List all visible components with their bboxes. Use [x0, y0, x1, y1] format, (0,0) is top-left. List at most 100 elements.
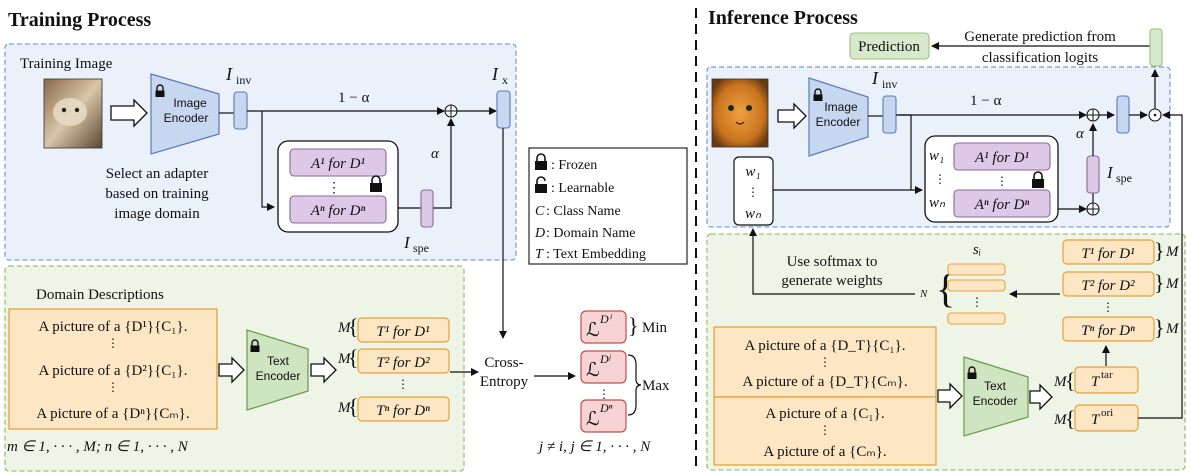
training-image-label: Training Image [20, 56, 113, 72]
t1-embedding-inference [1062, 239, 1155, 265]
svg-text:}: } [1154, 270, 1165, 295]
i-x-feature-inference [1116, 95, 1130, 134]
i-x-sub: x [502, 73, 508, 87]
t2-embedding-inference [1062, 271, 1155, 297]
t2-embedding-training [357, 348, 450, 374]
hollow-arrow-icon [310, 356, 337, 384]
i-spe-inf-label: I [1106, 163, 1114, 182]
t1-embedding-training [357, 317, 450, 343]
training-title: Training Process [8, 9, 151, 31]
svg-text:⋮: ⋮ [1102, 300, 1114, 314]
select-text-2: based on training [105, 186, 209, 202]
text-encoder-label-1: Text [267, 354, 290, 368]
softmax-text-1: Use softmax to [787, 254, 878, 270]
i-spe-feature [420, 189, 434, 228]
s-i-row-2 [947, 279, 1006, 292]
i-spe-feature-inference [1086, 155, 1100, 194]
adapter-n-training [289, 195, 387, 224]
s-i-label: sᵢ [973, 242, 981, 258]
t-tar-embedding [1074, 366, 1139, 394]
m-inf-label: M [1165, 321, 1180, 337]
hollow-arrow-icon [777, 102, 807, 130]
inference-image [711, 78, 769, 148]
vdots: ⋮ [327, 181, 341, 196]
svg-text:}: } [1154, 238, 1165, 263]
image-encoder-training [150, 73, 220, 155]
wn-label: wₙ [745, 206, 762, 222]
max-brace [627, 354, 642, 416]
desc-line-1: A picture of a {D¹}{C₁}. [39, 319, 188, 335]
legend-domain: : Domain Name [546, 226, 635, 241]
svg-text:⋮: ⋮ [397, 377, 409, 391]
loss-dj [580, 350, 627, 384]
lock-icon [370, 175, 382, 192]
j-range-text: j ≠ i, j ∈ 1, · · · , N [537, 439, 651, 455]
t2-label: T² for D² [376, 355, 430, 371]
i-inv-feature [233, 91, 248, 130]
t1-inf-label: T¹ for D¹ [1081, 246, 1135, 262]
select-text-3: image domain [114, 206, 200, 222]
legend-class: : Class Name [546, 204, 621, 219]
desc-line-3: A picture of a {Dⁿ}{Cₘ}. [36, 406, 189, 422]
svg-text:⋮: ⋮ [107, 380, 119, 394]
t-ori-label: T [1091, 412, 1101, 428]
tn-embedding-inference [1062, 316, 1155, 342]
one-minus-alpha-label: 1 − α [338, 90, 369, 106]
s-i-row-1 [947, 263, 1006, 276]
svg-text:{: { [1065, 368, 1076, 393]
text-encoder-inference [963, 356, 1029, 437]
t1-label: T¹ for D¹ [376, 324, 430, 340]
t2-inf-label: T² for D² [1081, 278, 1135, 294]
lock-icon-frozen [535, 153, 547, 170]
arrow-softmax-to-weights [749, 228, 915, 295]
hollow-arrow-icon [110, 98, 148, 128]
tn-label: Tⁿ for Dⁿ [376, 403, 430, 419]
range-text: m ∈ 1, · · · , M; n ∈ 1, · · · , N [7, 439, 189, 455]
alpha-inf-label: α [1076, 126, 1085, 142]
image-encoder-inference [808, 77, 869, 157]
s-i-row-n [947, 312, 1006, 325]
adapter-1-label: A¹ for D¹ [310, 156, 365, 172]
description-box-origin [713, 396, 937, 466]
description-box-target [713, 326, 937, 398]
hollow-arrow-icon [937, 382, 963, 410]
select-text-1: Select an adapter [106, 166, 208, 182]
m-label: M [337, 320, 352, 336]
adapter-1-training [289, 148, 387, 177]
svg-text:⋮: ⋮ [598, 387, 610, 401]
text-encoder-inf-label-1: Text [984, 379, 1007, 393]
prediction-label: Prediction [858, 39, 920, 55]
loss-dn [580, 399, 627, 433]
image-encoder-inf-label-2: Encoder [816, 115, 861, 129]
w1-label: w₁ [745, 164, 760, 180]
logits-feature [1149, 28, 1163, 67]
tn-inf-label: Tⁿ for Dⁿ [1081, 323, 1135, 339]
loss-dj-sup: Dʲ [599, 352, 612, 366]
svg-text:⋮: ⋮ [996, 174, 1008, 188]
svg-text:{: { [1065, 406, 1076, 431]
origin-desc-2: A picture of a {Cₘ}. [763, 444, 886, 460]
svg-text:}: } [628, 313, 639, 338]
lock-icon [967, 366, 977, 379]
training-image-panel [4, 43, 517, 261]
loss-di [580, 310, 627, 344]
svg-text:{: { [348, 394, 359, 419]
svg-text:⋮: ⋮ [107, 336, 119, 350]
m-label: M [337, 400, 352, 416]
lock-icon-learnable [535, 176, 547, 193]
loss-di-symbol: ℒ [586, 320, 600, 341]
connector [898, 114, 912, 190]
alpha-label: α [431, 146, 440, 162]
tn-embedding-training [357, 396, 450, 422]
target-desc-1: A picture of a {D_T}{C₁}. [744, 338, 905, 354]
legend-symbol-d: D [534, 226, 545, 241]
svg-text:⋮: ⋮ [971, 295, 983, 309]
hollow-arrow-icon [218, 356, 245, 384]
legend-frozen: : Frozen [551, 158, 597, 173]
i-spe-sub: spe [413, 241, 429, 255]
legend-learnable: : Learnable [551, 181, 614, 196]
cross-entropy-1: Cross- [484, 355, 523, 371]
prediction-box [849, 32, 930, 60]
svg-text:}: } [1154, 315, 1165, 340]
weights-box [733, 156, 774, 226]
